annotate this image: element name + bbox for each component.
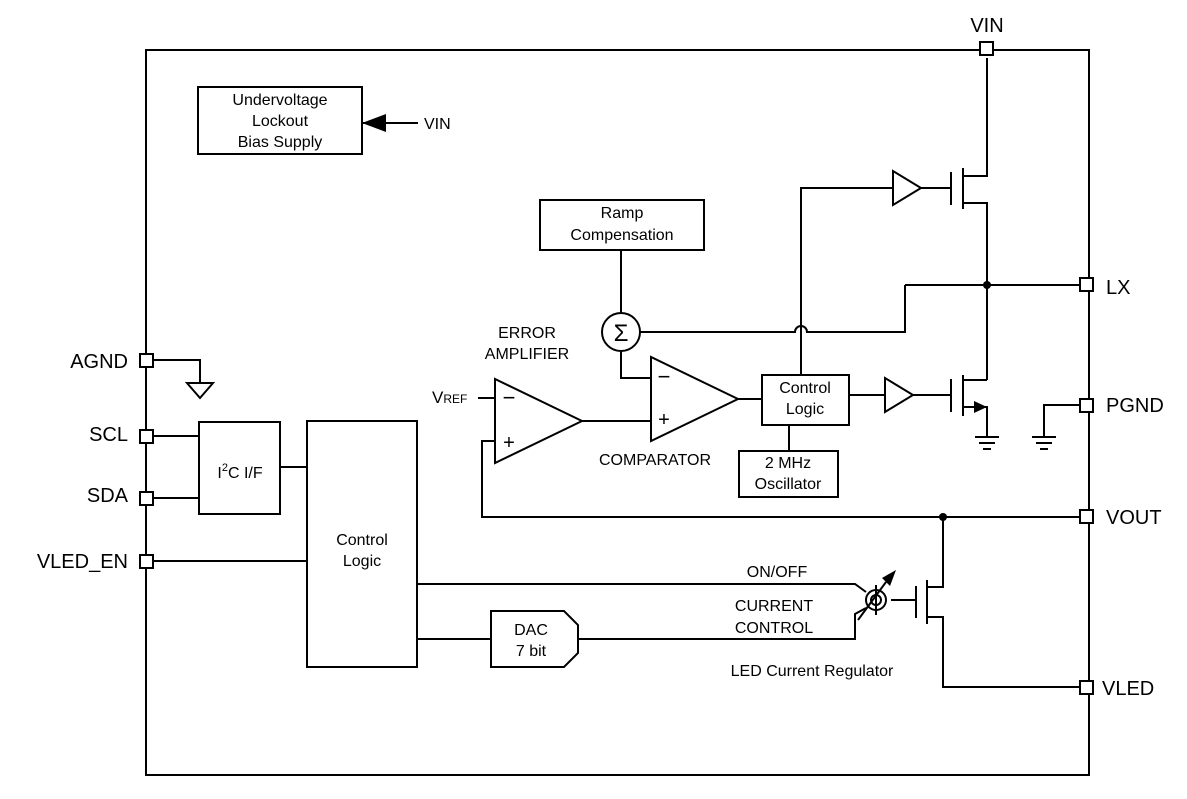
high-fet-source xyxy=(963,202,988,285)
error-amp-line-1: ERROR xyxy=(498,325,556,342)
sum-to-comp-wire xyxy=(620,351,651,379)
chip-outline xyxy=(145,49,1090,776)
error-amp-plus: + xyxy=(503,432,515,454)
error-amplifier xyxy=(494,377,585,465)
ramp-line-1: Ramp xyxy=(601,205,644,222)
pin-scl xyxy=(139,429,154,444)
dac-line-1: DAC xyxy=(514,622,548,639)
comparator-plus: + xyxy=(658,409,670,431)
oscillator-line-1: 2 MHz xyxy=(765,455,811,472)
high-fet-drain xyxy=(963,58,988,177)
pin-lx-label: LX xyxy=(1106,277,1130,299)
error-amp-minus: − xyxy=(503,385,516,410)
analog-ground xyxy=(184,382,216,400)
led-fet-source-wire xyxy=(927,616,1080,688)
agnd-wire xyxy=(153,359,201,382)
low-fet-arrow xyxy=(974,401,987,413)
oscillator-block xyxy=(738,450,839,498)
i2c-label: I2C I/F xyxy=(217,462,262,482)
control-logic-left-line-1: Control xyxy=(336,532,388,549)
high-side-driver xyxy=(892,169,923,207)
uvlo-line-1: Undervoltage xyxy=(232,92,327,109)
ramp-compensation-block xyxy=(539,199,705,251)
pin-agnd xyxy=(139,353,154,368)
current-control-wire xyxy=(578,607,867,640)
on-off-wire xyxy=(417,583,867,593)
pin-agnd-label: AGND xyxy=(70,351,128,373)
pin-sda-label: SDA xyxy=(87,485,129,507)
control-logic-right-line-1: Control xyxy=(779,380,831,397)
pin-pgnd xyxy=(1079,398,1094,413)
pin-vled-en xyxy=(139,554,154,569)
pin-vled-en-label: VLED_EN xyxy=(37,551,128,573)
sum-symbol: Σ xyxy=(614,320,629,347)
current-control-line-2: CONTROL xyxy=(735,620,813,637)
uvlo-block xyxy=(197,86,363,155)
vout-feedback-wire xyxy=(481,440,1080,518)
uvlo-input-arrow xyxy=(362,114,386,132)
pin-vout xyxy=(1079,509,1094,524)
led-fet-drain-wire xyxy=(927,517,944,588)
pin-pgnd-label: PGND xyxy=(1106,395,1164,417)
uvlo-input-label: VIN xyxy=(424,116,451,133)
comparator-minus: − xyxy=(658,364,671,389)
control-logic-right-line-2: Logic xyxy=(786,401,824,418)
variable-arrow xyxy=(857,581,887,621)
current-control-line-1: CURRENT xyxy=(735,598,813,615)
vref-label: VREF xyxy=(432,388,467,407)
pin-sda xyxy=(139,491,154,506)
variable-arrow-head xyxy=(882,570,896,586)
comparator xyxy=(650,355,741,443)
pin-lx xyxy=(1079,277,1094,292)
on-off-label: ON/OFF xyxy=(747,564,808,581)
lx-to-sum-wire xyxy=(640,285,906,333)
uvlo-line-3: Bias Supply xyxy=(238,134,323,151)
dac-block xyxy=(490,610,579,668)
uvlo-line-2: Lockout xyxy=(252,113,309,130)
comparator-label: COMPARATOR xyxy=(599,452,711,469)
dac-line-2: 7 bit xyxy=(516,643,547,660)
control-logic-right xyxy=(761,374,850,426)
led-regulator-label: LED Current Regulator xyxy=(731,663,894,680)
oscillator-line-2: Oscillator xyxy=(755,476,822,493)
logic-to-high-driver-wire xyxy=(800,187,893,375)
pin-vled xyxy=(1079,680,1094,695)
pgnd-wire xyxy=(1043,404,1080,437)
control-logic-left-line-2: Logic xyxy=(343,553,381,570)
error-amp-line-2: AMPLIFIER xyxy=(485,346,569,363)
low-side-driver xyxy=(884,376,915,414)
pin-vin xyxy=(979,41,994,56)
pin-vled-label: VLED xyxy=(1102,678,1154,700)
pin-vout-label: VOUT xyxy=(1106,507,1162,529)
control-logic-left xyxy=(306,420,418,668)
pin-vin-label: VIN xyxy=(970,15,1003,37)
pin-scl-label: SCL xyxy=(89,424,128,446)
ramp-line-2: Compensation xyxy=(570,227,673,244)
